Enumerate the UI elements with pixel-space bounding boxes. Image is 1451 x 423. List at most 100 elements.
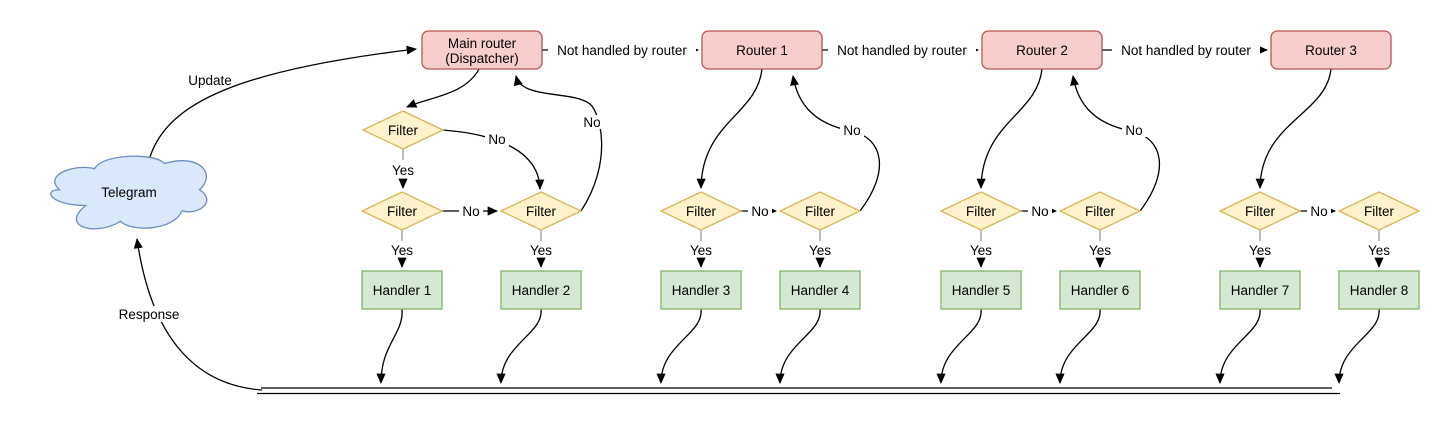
handler-label-6: Handler 6 [1071,283,1130,298]
edge-handler-drop-1 [376,308,403,385]
label-yes-main-top: Yes [392,163,414,178]
label-no-r1-between: No [751,204,768,219]
router-box-1 [701,30,823,70]
edge-main-to-filter-top [406,68,480,108]
filter-diamond-r2-left [939,191,1023,231]
no-bg-r2-between [1028,204,1052,218]
edge-update [149,45,418,158]
edge-labels: Update Response Not handled by router No… [111,43,1390,322]
edge-no-main-top-to-right [442,129,545,191]
filter-label-r2-right: Filter [1085,204,1116,219]
filter-label-r3-left: Filter [1245,204,1276,219]
edge-handler-drop-8 [1334,308,1380,385]
edge-router3-to-filter [1255,68,1332,190]
no-bg-r2-return [1122,123,1146,137]
handler-label-5: Handler 5 [952,283,1011,298]
label-yes-h8: Yes [1368,243,1390,258]
handler-box-7 [1219,270,1301,310]
filter-diamond-r1-right [778,191,862,231]
not-handled-bg-2 [828,43,976,58]
handler-label-3: Handler 3 [672,283,731,298]
nodes: Telegram Main router (Dispatcher) Router… [50,30,1421,310]
label-no-main-topcurve: No [488,132,505,147]
edge-response [133,237,263,391]
telegram-label: Telegram [101,185,157,200]
filter-diamond-main-top [361,110,445,150]
no-bg-main-between [459,204,483,218]
router-label-3: Router 3 [1305,43,1357,58]
handler-box-1 [361,270,443,310]
filter-diamond-main-right [499,191,583,231]
label-no-r3-between: No [1310,204,1327,219]
label-no-r2-between: No [1031,204,1048,219]
main-router-label-line2: (Dispatcher) [445,51,519,66]
edge-router1-to-filter [696,68,763,190]
filter-label-main-right: Filter [526,204,557,219]
filter-label-r1-right: Filter [805,204,836,219]
filter-label-r1-left: Filter [686,204,717,219]
label-yes-h4: Yes [809,243,831,258]
handler-box-2 [500,270,582,310]
filter-diamond-main-left [360,191,444,231]
label-not-handled-2: Not handled by router [837,43,967,58]
edge-no-main-return [513,74,603,212]
handler-box-8 [1338,270,1420,310]
router-box-3 [1270,30,1392,70]
update-label: Update [188,73,232,88]
filter-label-main-top: Filter [388,123,419,138]
edge-handler-drop-4 [775,308,821,385]
handler-label-4: Handler 4 [791,283,850,298]
telegram-cloud [50,155,208,230]
handler-box-3 [660,270,742,310]
label-no-r2-return: No [1125,123,1142,138]
edges [133,45,1384,395]
handler-box-5 [940,270,1022,310]
label-yes-h2: Yes [530,243,552,258]
main-router-label-line1: Main router [448,36,517,51]
label-not-handled-3: Not handled by router [1121,43,1251,58]
label-no-main-between: No [462,204,479,219]
no-bg-main-return [580,115,604,129]
edge-no-r1-return [790,74,881,212]
label-yes-h1: Yes [391,243,413,258]
no-bg-main-topcurve [485,132,509,146]
filter-label-main-left: Filter [387,204,418,219]
edge-handler-drop-2 [496,308,542,385]
label-yes-h7: Yes [1249,243,1271,258]
handler-box-6 [1059,270,1141,310]
filter-label-r3-right: Filter [1364,204,1395,219]
handler-label-2: Handler 2 [512,283,571,298]
edge-handler-drop-3 [656,308,702,385]
edge-handler-drop-7 [1215,308,1261,385]
label-yes-h5: Yes [970,243,992,258]
label-yes-h3: Yes [690,243,712,258]
filter-label-r2-left: Filter [966,204,997,219]
edge-handler-drop-5 [936,308,982,385]
label-no-main-return: No [583,115,600,130]
no-bg-r1-return [840,123,864,137]
handler-label-8: Handler 8 [1350,283,1409,298]
main-router-box [421,30,543,70]
label-not-handled-1: Not handled by router [557,43,687,58]
not-handled-bg-1 [548,43,696,58]
handler-label-7: Handler 7 [1231,283,1290,298]
label-yes-h6: Yes [1089,243,1111,258]
router-label-1: Router 1 [736,43,788,58]
filter-diamond-r1-left [659,191,743,231]
edge-no-r2-return [1070,74,1161,212]
router-label-2: Router 2 [1016,43,1068,58]
edge-router2-to-filter [976,68,1043,190]
filter-diamond-r3-right [1337,191,1421,231]
edge-handler-drop-6 [1055,308,1101,385]
filter-diamond-r3-left [1218,191,1302,231]
response-label-bg [111,306,187,322]
not-handled-bg-3 [1112,43,1260,58]
router-box-2 [981,30,1103,70]
handler-label-1: Handler 1 [373,283,432,298]
filter-diamond-r2-right [1058,191,1142,231]
handler-box-4 [779,270,861,310]
no-bg-r3-between [1307,204,1331,218]
label-no-r1-return: No [843,123,860,138]
